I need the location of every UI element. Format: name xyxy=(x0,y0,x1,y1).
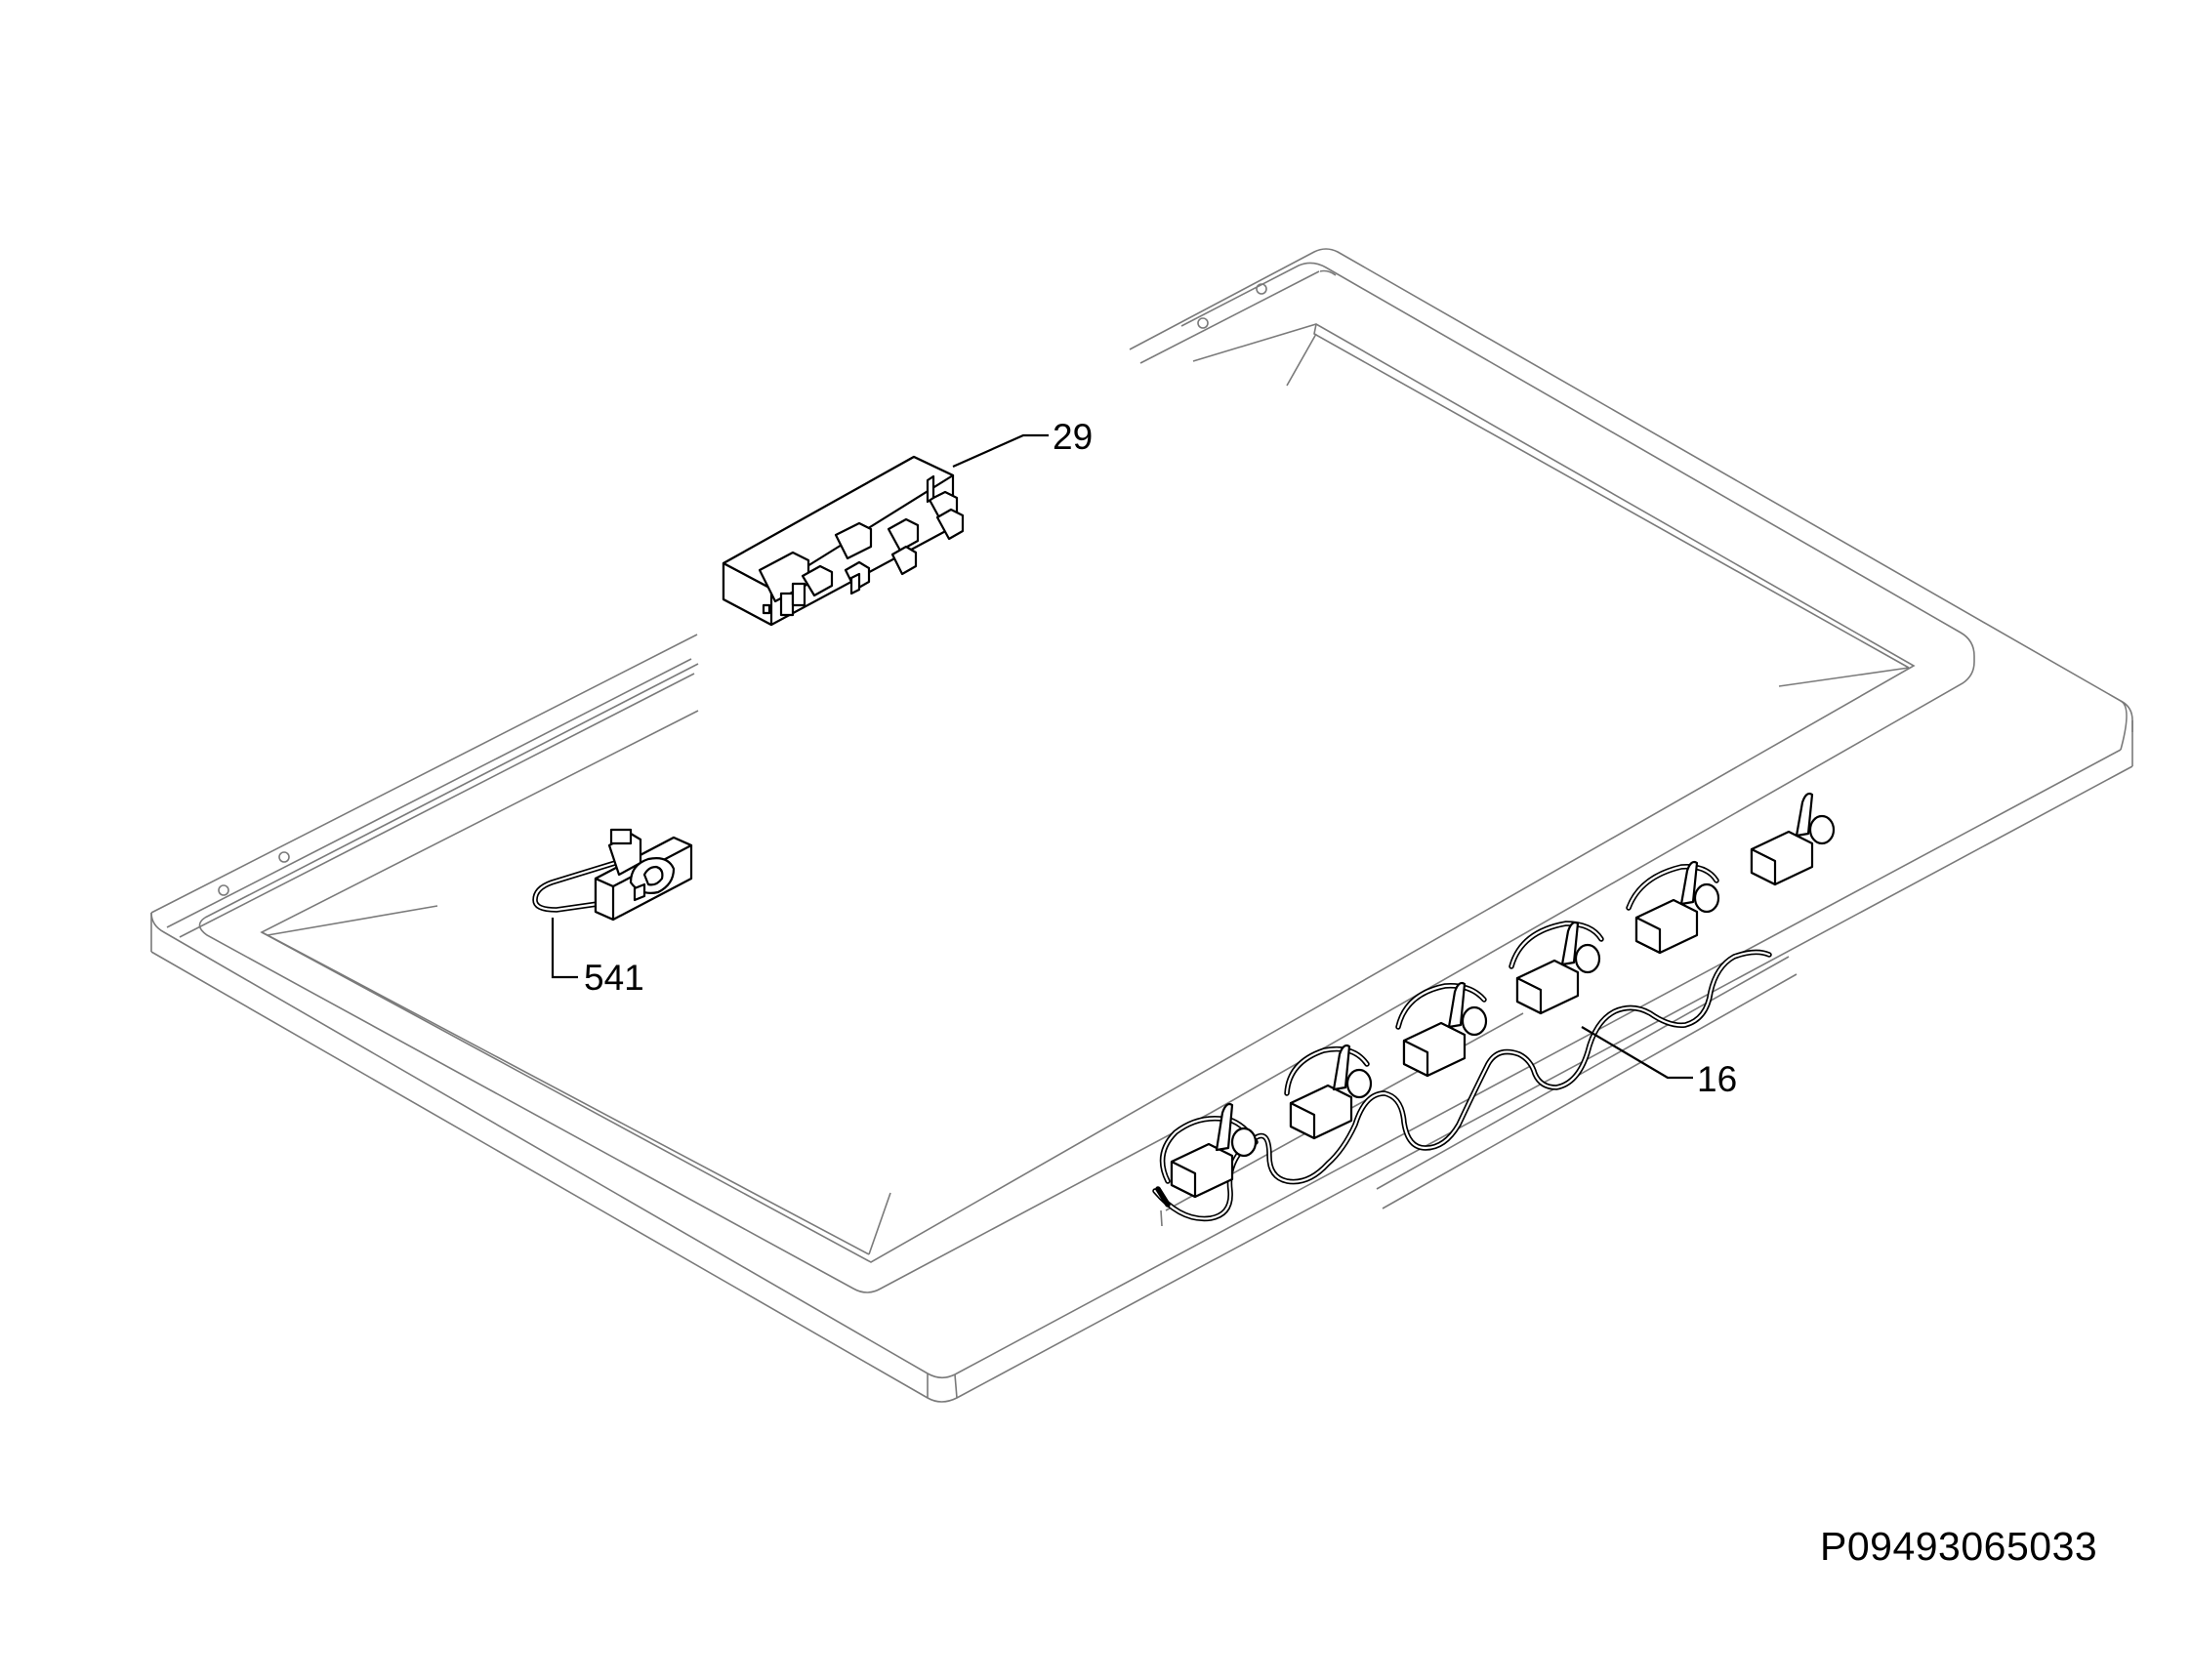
callout-541: 541 xyxy=(584,958,644,998)
leader-29 xyxy=(952,433,1049,469)
electrode-1 xyxy=(1170,1102,1258,1199)
electrode-4 xyxy=(1515,921,1601,1015)
callout-29: 29 xyxy=(1053,417,1093,457)
socket-connector xyxy=(532,828,693,922)
electrode-5 xyxy=(1634,860,1720,955)
electrode-2 xyxy=(1289,1044,1373,1140)
ignition-electrodes xyxy=(1152,792,1836,1222)
electrode-6 xyxy=(1750,792,1836,886)
leader-16 xyxy=(1581,1026,1693,1080)
leader-541 xyxy=(551,918,578,979)
ignition-generator xyxy=(722,455,965,627)
callout-16: 16 xyxy=(1697,1059,1737,1099)
drawing-code: P09493065033 xyxy=(1820,1524,2097,1569)
hob-frame xyxy=(150,248,2133,1403)
electrode-3 xyxy=(1402,981,1488,1078)
